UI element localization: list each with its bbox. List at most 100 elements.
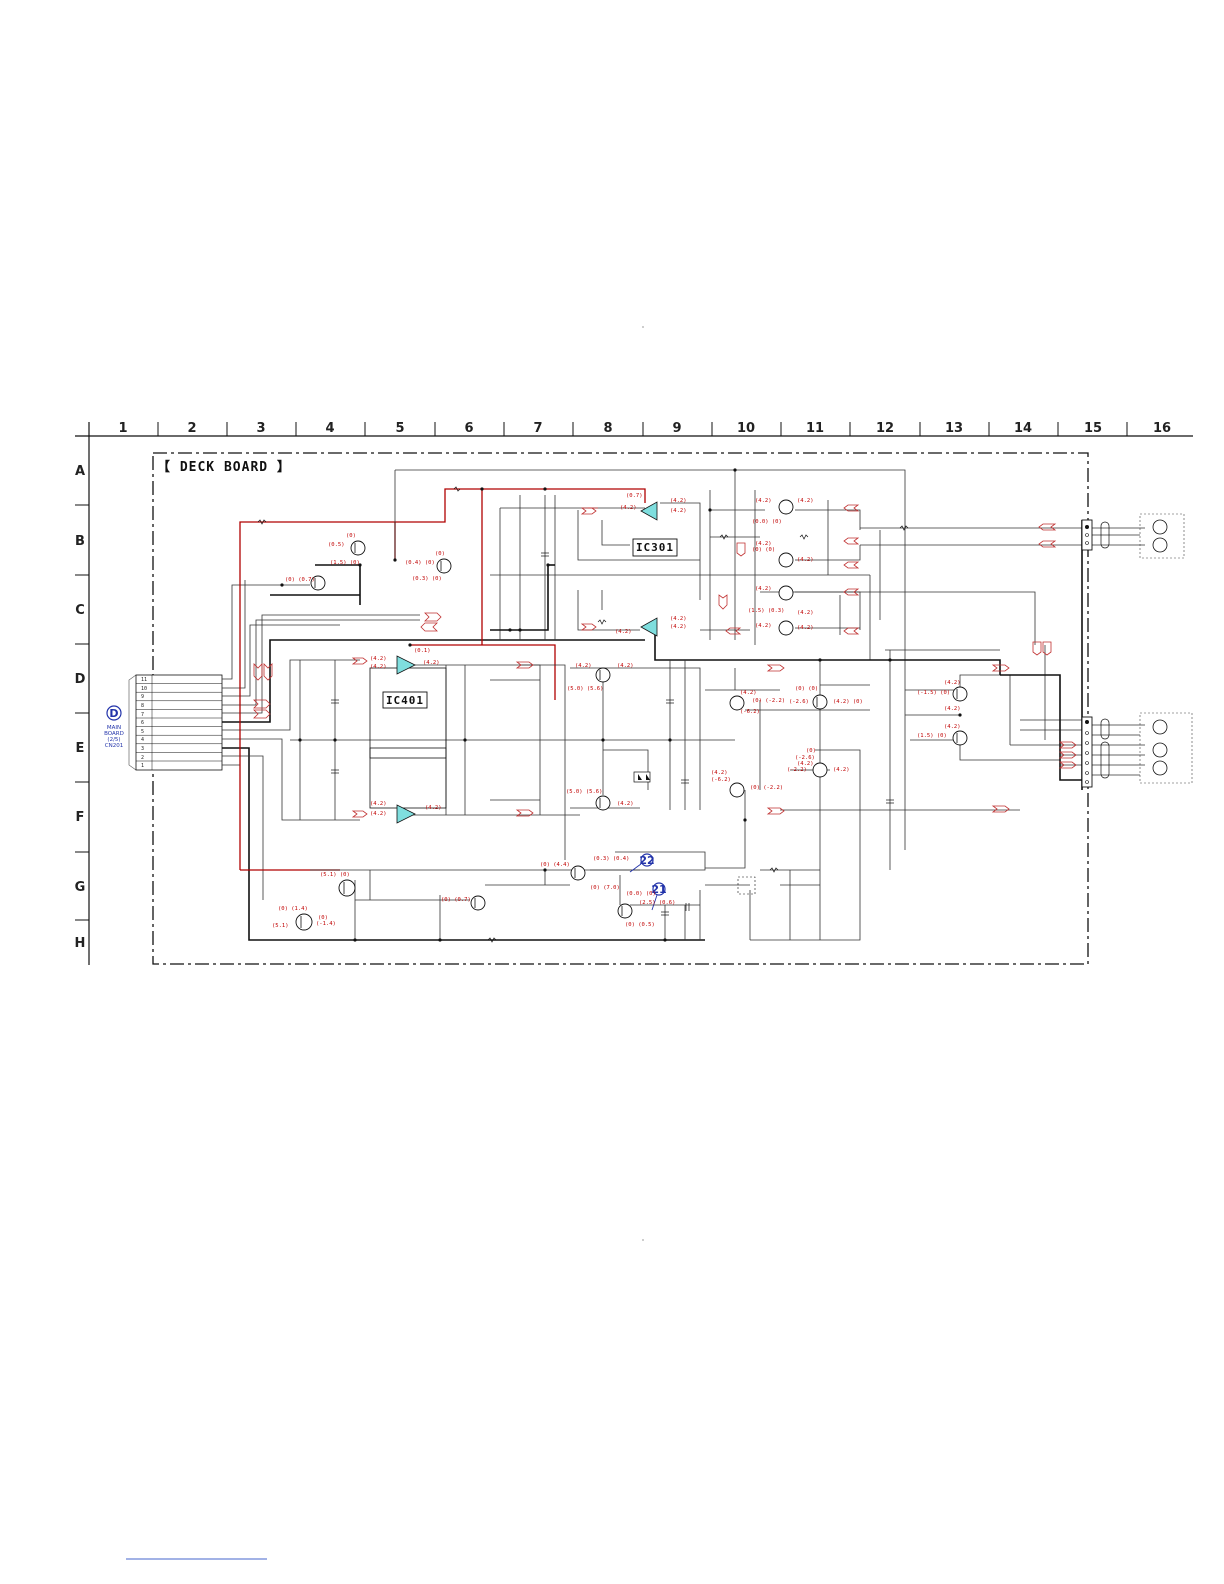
pin-3: 3 [141, 746, 144, 752]
col-1: 1 [118, 421, 127, 436]
page-dot-top [642, 326, 644, 328]
fet-icon [778, 552, 794, 568]
transistor-icon [952, 686, 968, 702]
ic301-opamp-lower [640, 617, 658, 637]
pin-1: 1 [141, 763, 144, 769]
voltage-label: (4.2) [797, 610, 814, 616]
row-letters: A B C D E F G H [75, 464, 86, 951]
voltage-label: (4.2) [755, 586, 772, 592]
voltage-label: (0) (7.0) [590, 885, 620, 891]
voltage-label: (4.2) [423, 660, 440, 666]
voltage-label: (0) (0.7) [285, 577, 315, 583]
col-10: 10 [737, 421, 755, 436]
voltage-label: (4.2) [370, 664, 387, 670]
col-8: 8 [603, 421, 612, 436]
transistor-icon [617, 903, 633, 919]
voltage-label: (4.2) [797, 557, 814, 563]
voltage-label: (5.0) (5.6) [567, 686, 603, 692]
wiring [222, 468, 1145, 942]
transistor-icon [570, 865, 586, 881]
voltage-label: (4.2) [670, 624, 687, 630]
voltage-label: (0) (-2.2) [750, 785, 783, 791]
voltage-label: (1.5) (0) [330, 560, 360, 566]
voltage-label: (4.2) [370, 656, 387, 662]
voltage-label: (4.2) [620, 505, 637, 511]
pin-2: 2 [141, 755, 144, 761]
voltage-label: (4.2) [617, 801, 634, 807]
voltage-label: (0) [318, 915, 328, 921]
col-16: 16 [1153, 421, 1171, 436]
voltage-label: (4.2) [370, 801, 387, 807]
col-12: 12 [876, 421, 894, 436]
voltage-label: (-6.2) [711, 777, 731, 783]
voltage-label: (4.2) [670, 616, 687, 622]
ref-line-3: (2/5) [107, 737, 120, 743]
voltage-label: (0) (0) [752, 547, 775, 553]
head-coil-icon [1152, 760, 1168, 776]
row-g: G [75, 880, 86, 895]
row-f: F [76, 810, 85, 825]
ic401-label: IC401 [386, 694, 424, 707]
column-numbers: 1 2 3 4 5 6 7 8 9 10 11 12 13 14 15 16 [118, 421, 1171, 436]
voltage-label: (1.5) (0) [917, 733, 947, 739]
headphone-jack-icon [1152, 537, 1168, 553]
row-b: B [75, 534, 85, 549]
voltage-label: (4.2) [670, 508, 687, 514]
voltage-label: (-2.6) [795, 755, 815, 761]
marker-circle-icon [640, 853, 654, 867]
fet-icon [812, 762, 828, 778]
voltage-label: (0) (1.4) [278, 906, 308, 912]
col-5: 5 [395, 421, 404, 436]
row-h: H [75, 936, 86, 951]
col-2: 2 [187, 421, 196, 436]
transistor-icon [595, 667, 611, 683]
pin-8: 8 [141, 703, 144, 709]
pin-11: 11 [141, 677, 147, 683]
board-badge: D [109, 707, 118, 720]
ic301-opamp-upper [640, 501, 658, 521]
col-11: 11 [806, 421, 824, 436]
voltage-label: (0.0) (0) [626, 891, 656, 897]
voltage-label: (4.2) [711, 770, 728, 776]
voltage-label: (-6.2) [740, 709, 760, 715]
marker-22: 22 [629, 853, 655, 873]
transistor-icon [812, 694, 828, 710]
voltage-label: (4.2) (0) [833, 699, 863, 705]
row-e: E [76, 741, 85, 756]
transistor-icon [470, 895, 486, 911]
col-13: 13 [945, 421, 963, 436]
transistor-icon [952, 730, 968, 746]
voltage-label: (1.5) (0.3) [748, 608, 784, 614]
pin-9: 9 [141, 694, 144, 700]
marker-22-label: 22 [639, 854, 654, 867]
col-3: 3 [256, 421, 265, 436]
signal-arrows [253, 504, 1077, 818]
voltage-label: (4.2) [944, 680, 961, 686]
connector-cn201: 11 10 9 8 7 6 5 4 3 2 1 [128, 674, 223, 771]
voltage-label: (5.1) [272, 923, 289, 929]
voltage-label: (2.5) (0.6) [639, 900, 675, 906]
voltage-label: (0.0) (0) [752, 519, 782, 525]
fet-icon [778, 499, 794, 515]
voltage-label: (0.3) (0) [412, 576, 442, 582]
marker-circle-icon [652, 882, 666, 896]
board-d-badge-icon [106, 705, 122, 721]
fet-icon [778, 620, 794, 636]
voltage-label: (4.2) [425, 805, 442, 811]
ic301-label: IC301 [636, 541, 674, 554]
voltage-label: (0) (-2.2) [752, 698, 785, 704]
col-4: 4 [325, 421, 334, 436]
voltage-label: (0) (4.4) [540, 862, 570, 868]
voltage-label: (0.7) [626, 493, 643, 499]
voltage-label: (-2.6) [789, 699, 809, 705]
board-title: 【 DECK BOARD 】 [157, 459, 291, 475]
voltage-label: (0.1) [414, 648, 431, 654]
transistor-icon [295, 913, 313, 931]
transistor-icon [595, 795, 611, 811]
col-15: 15 [1084, 421, 1102, 436]
col-6: 6 [464, 421, 473, 436]
voltage-label: (0.3) (0.4) [593, 856, 629, 862]
voltage-label: (-2.2) [787, 767, 807, 773]
voltage-label: (-1.5) (0) [917, 690, 950, 696]
